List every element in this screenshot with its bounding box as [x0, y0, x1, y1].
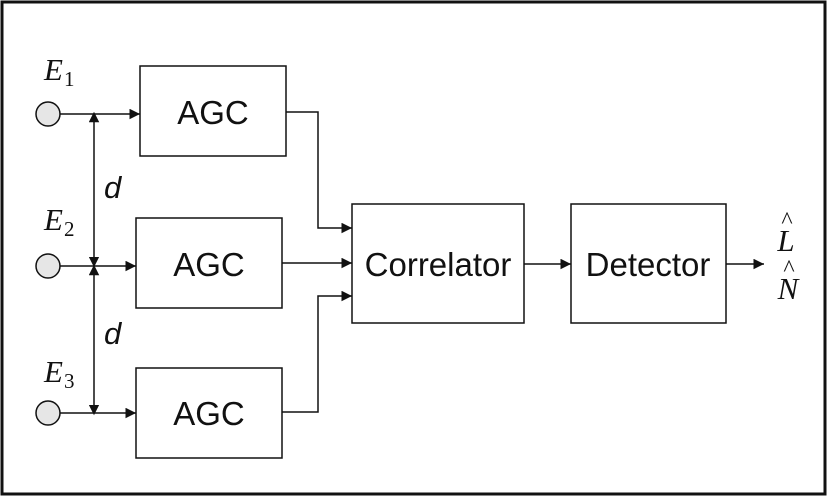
- input-terminal-e2: [35, 253, 61, 279]
- input-terminal-e1: [35, 101, 61, 127]
- input-subscript-e1: 1: [64, 67, 75, 91]
- spacing-label-lower: d: [104, 316, 123, 351]
- wire-agc1-to-correlator: [286, 111, 352, 234]
- output-n-hat: ^ N: [777, 256, 801, 306]
- wire-agc3-to-correlator: [282, 290, 352, 413]
- agc-block-1: [139, 65, 287, 157]
- output-accent-l: ^: [781, 208, 792, 234]
- detector-label: Detector: [586, 246, 711, 283]
- output-symbol-l: L: [776, 223, 794, 258]
- output-accent-n: ^: [783, 256, 794, 282]
- agc-block-2: [135, 217, 283, 309]
- input-symbol-e3: E: [43, 354, 63, 389]
- agc-block-3: [135, 367, 283, 459]
- agc-label-1: AGC: [177, 94, 249, 131]
- spacing-label-upper: d: [104, 170, 123, 205]
- input-label-e3: E 3: [43, 354, 75, 393]
- detector-block: [570, 203, 727, 324]
- input-terminal-e3: [35, 400, 61, 426]
- output-symbol-n: N: [777, 271, 801, 306]
- input-label-e1: E 1: [43, 52, 75, 91]
- agc-label-2: AGC: [173, 246, 245, 283]
- input-symbol-e1: E: [43, 52, 63, 87]
- correlator-label: Correlator: [365, 246, 512, 283]
- input-label-e2: E 2: [43, 202, 75, 241]
- input-subscript-e3: 3: [64, 369, 75, 393]
- agc-label-3: AGC: [173, 395, 245, 432]
- input-symbol-e2: E: [43, 202, 63, 237]
- output-l-hat: ^ L: [776, 208, 794, 258]
- input-subscript-e2: 2: [64, 217, 75, 241]
- correlator-block: [351, 203, 525, 324]
